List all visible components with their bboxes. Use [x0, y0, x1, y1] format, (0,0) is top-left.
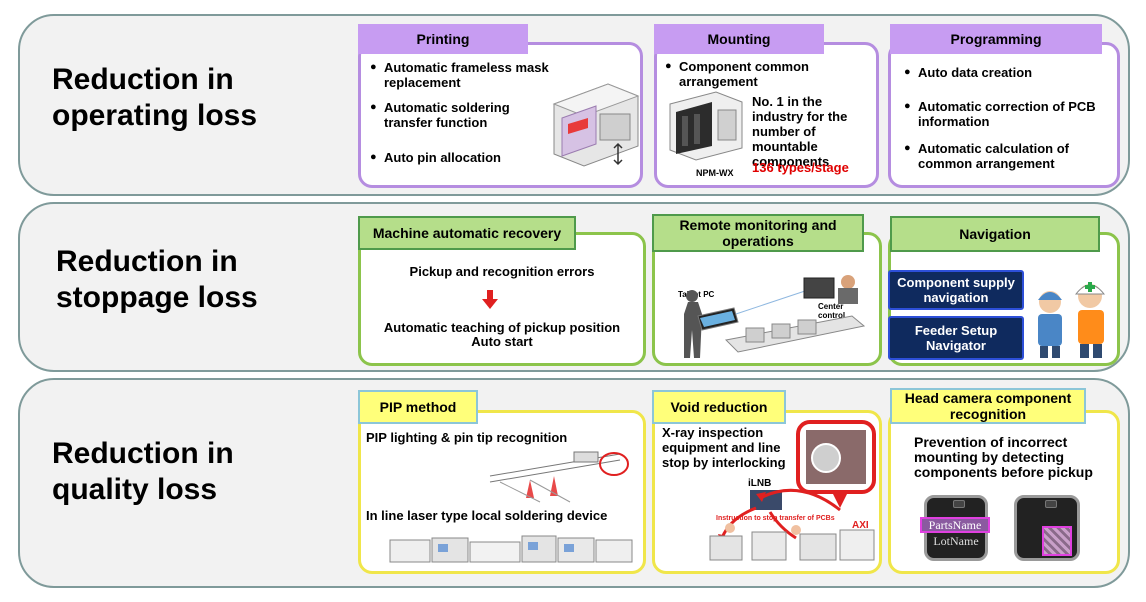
void-line: X-ray inspection equipment and line stop… — [662, 425, 786, 470]
headcam-line: Prevention of incorrect mounting by dete… — [914, 434, 1093, 480]
programming-bullet: Automatic calculation of common arrangem… — [904, 141, 1118, 171]
pip-recognition-illustration — [489, 451, 629, 503]
recovery-line: Pickup and recognition errors — [409, 264, 595, 279]
programming-header: Programming — [890, 24, 1102, 54]
mounting-bullet: Component common arrangement — [665, 59, 839, 89]
void-axi-label: AXI — [852, 520, 869, 531]
recovery-line: Automatic teaching of pickup position — [383, 320, 621, 335]
programming-bullet: Auto data creation — [904, 65, 1118, 80]
pip-line: PIP lighting & pin tip recognition — [366, 430, 568, 445]
remote-monitoring-illustration — [684, 275, 866, 358]
lot-name-label: LotName — [933, 534, 979, 548]
headcam-card — [888, 410, 1120, 574]
workers-illustration — [1038, 282, 1106, 358]
remote-header: Remote monitoring and operations — [652, 214, 864, 252]
mounting-machine-label: NPM-WX — [696, 168, 734, 178]
recovery-header: Machine automatic recovery — [358, 216, 576, 250]
headcam-header: Head camera component recognition — [890, 388, 1086, 424]
row-title: Reduction in stoppage loss — [56, 245, 258, 314]
feeder-setup-navigator-button[interactable]: Feeder Setup Navigator — [888, 316, 1024, 360]
mounting-note: No. 1 in the industry for the number of … — [752, 94, 848, 169]
mounting-header: Mounting — [654, 24, 824, 54]
navigation-header: Navigation — [890, 216, 1100, 252]
down-arrow-icon — [482, 290, 498, 309]
parts-name-label: PartsName — [920, 517, 990, 533]
void-ilnb-label: iLNB — [748, 478, 772, 489]
mounting-highlight: 136 types/stage — [752, 160, 849, 175]
printing-header: Printing — [358, 24, 528, 54]
printing-bullet: Automatic frameless mask replacement — [370, 60, 574, 90]
datamatrix-code-icon — [1042, 526, 1072, 556]
mounting-machine-icon — [669, 91, 743, 161]
recovery-line: Auto start — [471, 334, 533, 349]
programming-bullet: Automatic correction of PCB information — [904, 99, 1098, 129]
component-supply-navigation-button[interactable]: Component supply navigation — [888, 270, 1024, 310]
void-reduction-illustration — [709, 420, 876, 561]
row-title: Reduction in operating loss — [52, 63, 258, 132]
printer-machine-icon — [552, 83, 640, 167]
printing-bullet: Automatic soldering transfer function — [370, 100, 544, 130]
printing-bullet: Auto pin allocation — [370, 150, 544, 165]
pip-header: PIP method — [358, 390, 478, 424]
pip-line: In line laser type local soldering devic… — [366, 508, 608, 523]
row-title: Reduction in quality loss — [52, 437, 234, 506]
void-header: Void reduction — [652, 390, 786, 424]
soldering-line-illustration — [389, 535, 633, 563]
